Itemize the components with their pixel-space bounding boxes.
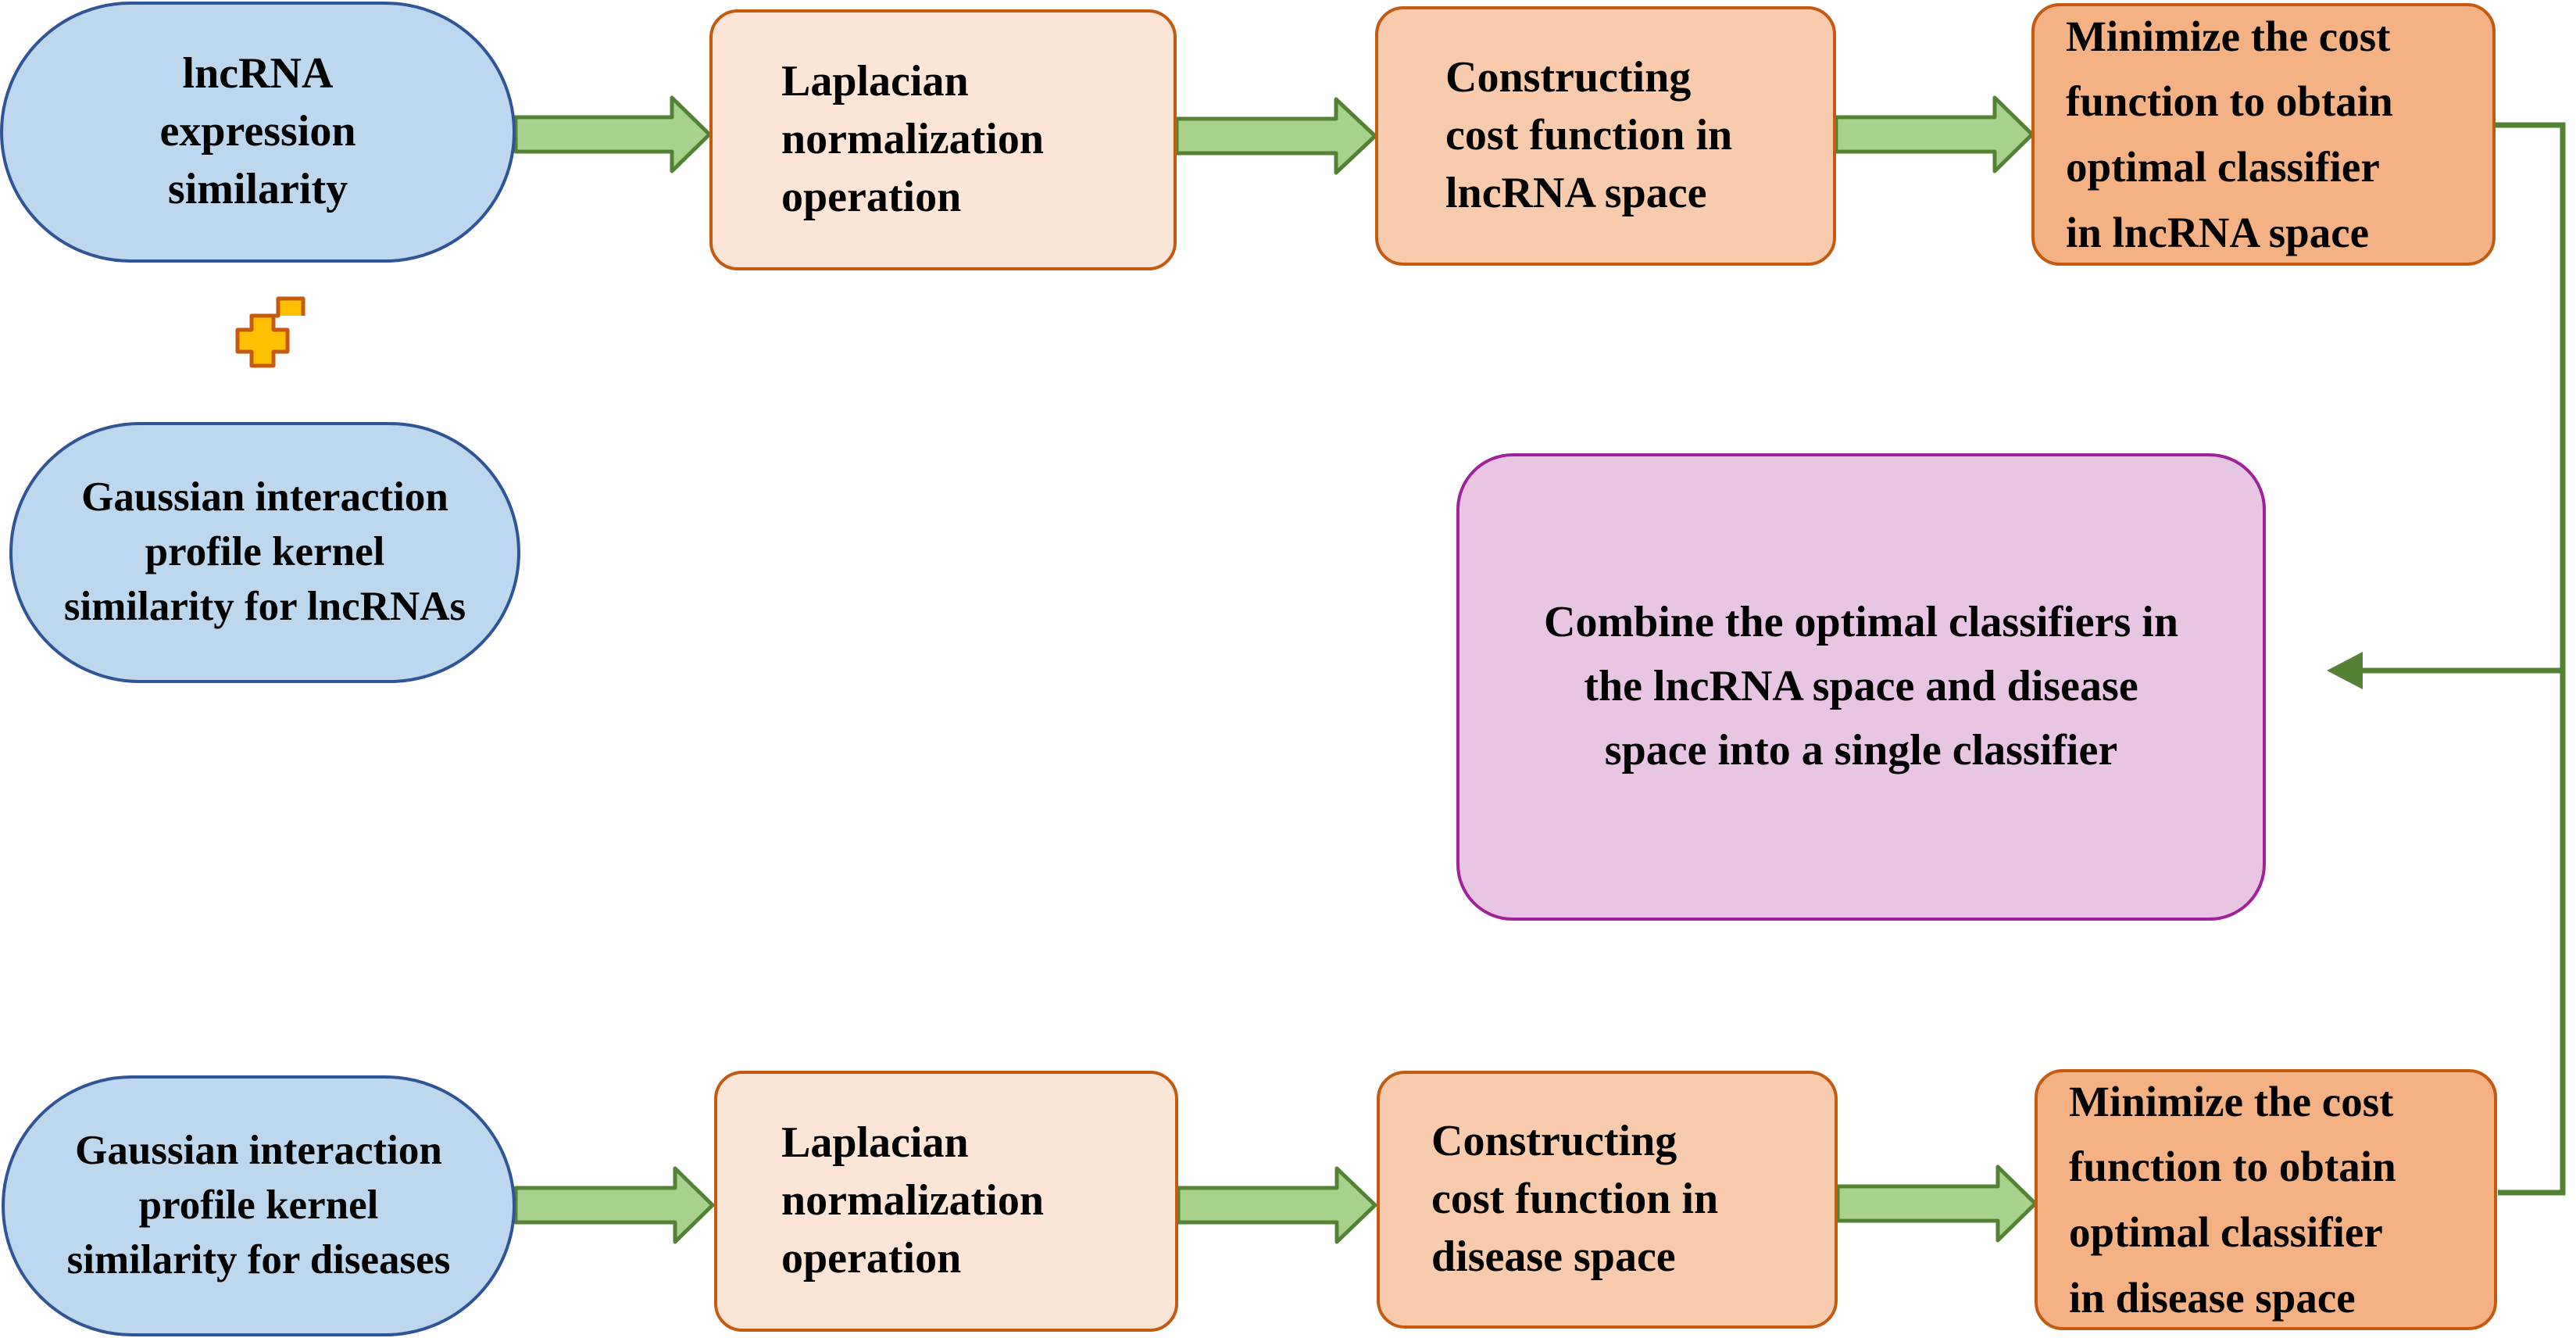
node-label: Gaussian interaction profile kernel simi… xyxy=(67,1124,451,1288)
node-label: Laplacian normalization operation xyxy=(781,1114,1044,1288)
label-line: normalization xyxy=(781,1176,1044,1225)
label-line: Minimize the cost xyxy=(2069,1077,2394,1125)
gaussian-disease-similarity-node: Gaussian interaction profile kernel simi… xyxy=(2,1075,516,1336)
label-line: disease space xyxy=(1431,1232,1676,1281)
minimize-cost-disease-node: Minimize the cost function to obtain opt… xyxy=(2035,1069,2497,1330)
label-line: Laplacian xyxy=(781,57,969,106)
label-line: optimal classifier xyxy=(2069,1208,2383,1256)
node-label: Minimize the cost function to obtain opt… xyxy=(2066,4,2393,265)
label-line: Combine the optimal classifiers in xyxy=(1544,598,2178,647)
arrow-expr-to-laplacian xyxy=(513,95,712,174)
arrow-cost-to-minimize-lncrna xyxy=(1834,95,2035,174)
arrow-gauss-disease-to-laplacian xyxy=(513,1166,715,1244)
label-line: Minimize the cost xyxy=(2066,12,2391,60)
combine-classifiers-node: Combine the optimal classifiers in the l… xyxy=(1456,453,2266,921)
label-line: Gaussian interaction xyxy=(75,1128,442,1174)
label-line: Constructing xyxy=(1431,1117,1677,1166)
gaussian-lncrna-similarity-node: Gaussian interaction profile kernel simi… xyxy=(9,422,520,683)
cost-function-lncrna-node: Constructing cost function in lncRNA spa… xyxy=(1375,6,1836,266)
minimize-cost-lncrna-node: Minimize the cost function to obtain opt… xyxy=(2031,3,2496,266)
label-line: lncRNA xyxy=(182,49,334,98)
node-label: Combine the optimal classifiers in the l… xyxy=(1544,591,2178,782)
label-line: similarity xyxy=(167,164,348,213)
laplacian-normalization-lncrna-node: Laplacian normalization operation xyxy=(709,9,1177,270)
node-label: Constructing cost function in disease sp… xyxy=(1431,1113,1718,1286)
arrow-cost-to-minimize-disease xyxy=(1835,1164,2038,1243)
node-label: Minimize the cost function to obtain opt… xyxy=(2069,1069,2396,1330)
label-line: lncRNA space xyxy=(1445,168,1707,217)
label-line: Gaussian interaction xyxy=(81,474,448,521)
label-line: profile kernel xyxy=(145,529,385,575)
label-line: cost function in xyxy=(1445,111,1733,160)
label-line: space into a single classifier xyxy=(1604,725,2118,775)
laplacian-normalization-disease-node: Laplacian normalization operation xyxy=(714,1071,1178,1332)
node-label: lncRNA expression similarity xyxy=(160,45,356,219)
label-line: cost function in xyxy=(1431,1175,1719,1224)
node-label: Constructing cost function in lncRNA spa… xyxy=(1445,49,1732,223)
label-line: operation xyxy=(781,172,962,221)
lncrna-expression-similarity-node: lncRNA expression similarity xyxy=(0,2,516,263)
arrowhead-combine xyxy=(2327,652,2363,689)
label-line: operation xyxy=(781,1233,962,1283)
node-label: Gaussian interaction profile kernel simi… xyxy=(64,470,466,635)
label-line: normalization xyxy=(781,115,1044,164)
label-line: similarity for lncRNAs xyxy=(63,583,466,629)
label-line: function to obtain xyxy=(2069,1143,2396,1191)
arrow-laplacian-to-cost-lncrna xyxy=(1174,97,1377,175)
label-line: in disease space xyxy=(2069,1273,2356,1322)
plus-icon xyxy=(235,313,290,368)
node-label: Laplacian normalization operation xyxy=(781,53,1044,227)
arrow-laplacian-to-cost-disease xyxy=(1176,1166,1377,1244)
label-line: function to obtain xyxy=(2066,77,2393,126)
label-line: expression xyxy=(159,107,356,156)
label-line: similarity for diseases xyxy=(66,1236,451,1283)
connector-to-combine xyxy=(2352,122,2566,1196)
label-line: the lncRNA space and disease xyxy=(1584,662,2138,711)
label-line: optimal classifier xyxy=(2066,143,2380,191)
label-line: in lncRNA space xyxy=(2066,208,2370,256)
label-line: profile kernel xyxy=(138,1182,379,1229)
label-line: Laplacian xyxy=(781,1118,969,1168)
cost-function-disease-node: Constructing cost function in disease sp… xyxy=(1377,1071,1838,1329)
label-line: Constructing xyxy=(1445,53,1692,102)
plus-icon xyxy=(252,296,305,318)
